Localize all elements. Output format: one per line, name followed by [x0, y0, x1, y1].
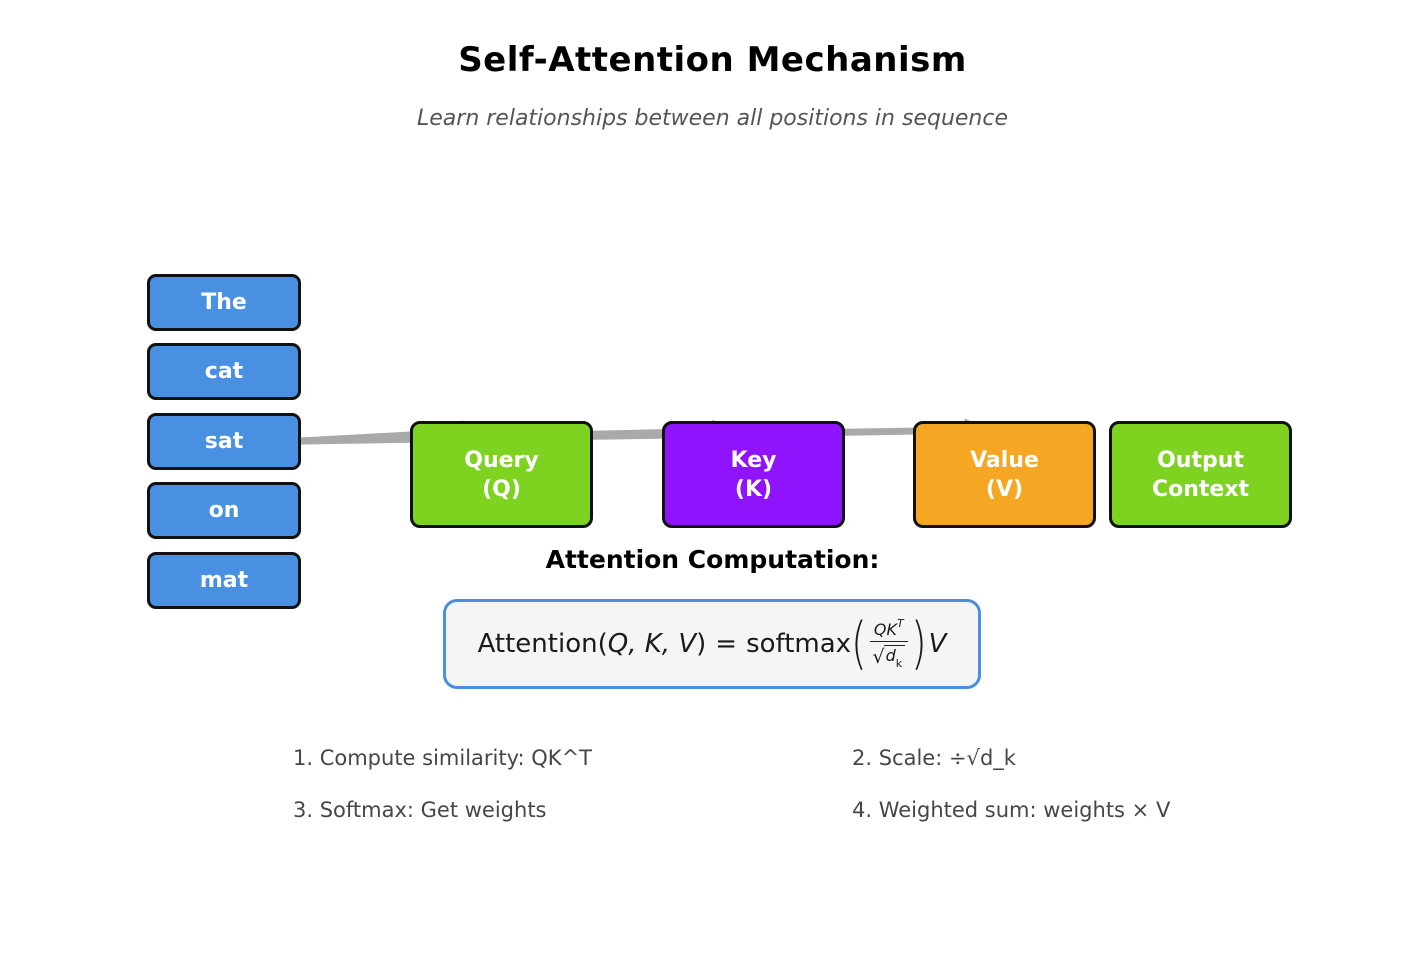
- value-box: Value (V): [913, 421, 1096, 528]
- stage-label-line1: Key: [730, 447, 777, 473]
- stage-label-line2: (Q): [482, 476, 521, 502]
- page-subtitle: Learn relationships between all position…: [417, 106, 1008, 131]
- step-softmax: 3. Softmax: Get weights: [293, 798, 547, 822]
- stage-label-line2: Context: [1151, 476, 1250, 502]
- formula-open-paren: (: [597, 628, 608, 659]
- formula-denominator-base: d: [885, 646, 896, 666]
- formula-func: Attention: [477, 628, 598, 659]
- token-label: sat: [204, 429, 244, 454]
- formula-close-paren: ): [696, 628, 707, 659]
- token-box-the: The: [147, 274, 301, 331]
- formula-denominator-root: dk: [883, 645, 906, 671]
- token-label: The: [201, 290, 247, 315]
- formula-value-var: V: [928, 628, 947, 659]
- step-weighted-sum: 4. Weighted sum: weights × V: [852, 798, 1171, 822]
- attention-computation-heading: Attention Computation:: [545, 545, 880, 574]
- formula-denominator-subscript: k: [895, 657, 903, 671]
- stage-label-line1: Query: [464, 447, 539, 473]
- radical-sign: √: [872, 646, 885, 669]
- arrow-sat-to-value: [300, 418, 989, 445]
- stage-label-line1: Value: [970, 447, 1039, 473]
- stage-label-line1: Output: [1157, 447, 1244, 473]
- formula-equals: =: [715, 628, 738, 659]
- key-box: Key (K): [662, 421, 845, 528]
- formula-numerator-base: QK: [873, 619, 898, 639]
- token-label: mat: [199, 568, 249, 593]
- token-box-mat: mat: [147, 552, 301, 609]
- formula-softmax: softmax: [746, 628, 852, 659]
- token-box-cat: cat: [147, 343, 301, 400]
- formula-denominator: √dk: [872, 642, 906, 671]
- stage-label-line2: (V): [985, 476, 1024, 502]
- query-box: Query (Q): [410, 421, 593, 528]
- output-context-box: Output Context: [1109, 421, 1292, 528]
- stage-label-line2: (K): [734, 476, 773, 502]
- token-label: cat: [204, 359, 244, 384]
- formula-args: Q, K, V: [607, 628, 697, 659]
- formula-numerator-exponent: T: [897, 616, 904, 630]
- page-title: Self-Attention Mechanism: [458, 40, 967, 80]
- token-label: on: [208, 498, 240, 523]
- step-scale: 2. Scale: ÷√d_k: [852, 746, 1016, 770]
- token-box-on: on: [147, 482, 301, 539]
- step-compute-similarity: 1. Compute similarity: QK^T: [293, 746, 592, 770]
- token-box-sat: sat: [147, 413, 301, 470]
